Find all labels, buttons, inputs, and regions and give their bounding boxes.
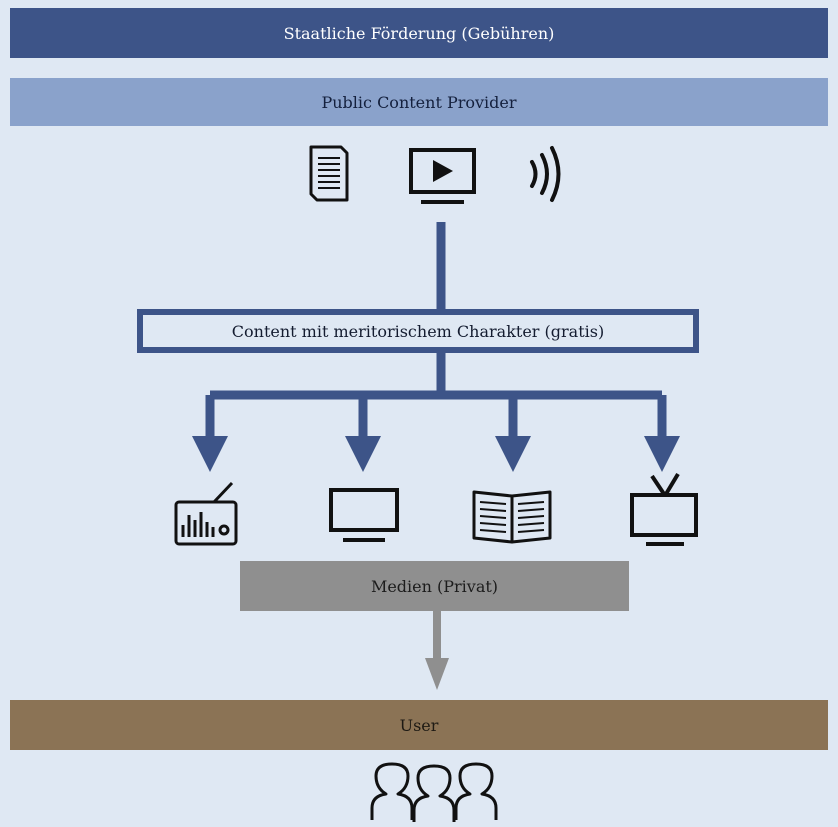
user-banner: User — [10, 700, 828, 750]
video-play-icon — [409, 148, 476, 204]
monitor-icon — [329, 488, 399, 542]
audio-waves-icon — [530, 146, 561, 202]
provider-banner: Public Content Provider — [10, 78, 828, 126]
radio-icon — [174, 481, 238, 546]
open-book-icon — [472, 490, 552, 544]
funding-label: Staatliche Förderung (Gebühren) — [283, 23, 555, 43]
content-label: Content mit meritorischem Charakter (gra… — [231, 321, 605, 341]
funding-banner: Staatliche Förderung (Gebühren) — [10, 8, 828, 58]
media-label: Medien (Privat) — [370, 576, 499, 596]
media-to-user-arrow — [425, 611, 449, 690]
connector-lines — [192, 222, 680, 472]
newspaper-icon — [309, 145, 349, 202]
media-box: Medien (Privat) — [240, 561, 629, 611]
tv-icon — [630, 472, 698, 546]
provider-label: Public Content Provider — [321, 92, 517, 112]
users-group-icon — [370, 762, 498, 822]
content-box: Content mit meritorischem Charakter (gra… — [137, 309, 699, 353]
user-label: User — [399, 715, 439, 735]
